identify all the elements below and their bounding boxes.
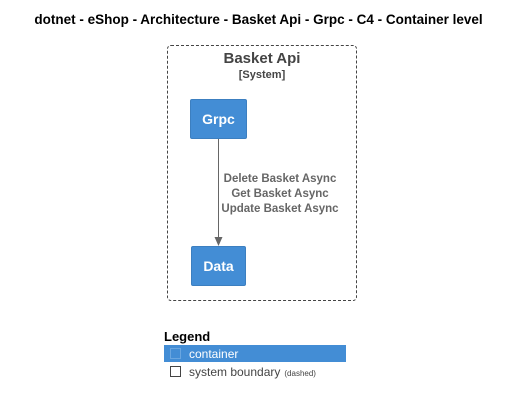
relationship-label-delete: Delete Basket Async: [223, 173, 337, 185]
arrow-head-icon: [214, 237, 223, 246]
legend-item-container: container: [164, 345, 346, 362]
square-outline-icon: [170, 366, 181, 377]
legend-boundary-note: (dashed): [284, 368, 316, 378]
legend-boundary-label: system boundary: [189, 364, 281, 379]
boundary-name: Basket Api: [223, 50, 301, 67]
relationship-label-get: Get Basket Async: [231, 188, 329, 200]
data-container[interactable]: Data: [191, 246, 246, 286]
legend-container-label: container: [189, 346, 239, 361]
diagram-title: dotnet - eShop - Architecture - Basket A…: [34, 12, 483, 27]
relationship-labels: Delete Basket Async Get Basket Async Upd…: [210, 172, 350, 217]
grpc-container[interactable]: Grpc: [190, 99, 247, 139]
system-boundary: Basket Api [System]: [167, 45, 357, 301]
legend-item-boundary: system boundary (dashed): [164, 363, 346, 380]
boundary-kind: [System]: [238, 69, 286, 81]
square-icon: [170, 348, 181, 359]
relationship-label-update: Update Basket Async: [221, 203, 339, 215]
legend-title: Legend: [164, 329, 211, 344]
